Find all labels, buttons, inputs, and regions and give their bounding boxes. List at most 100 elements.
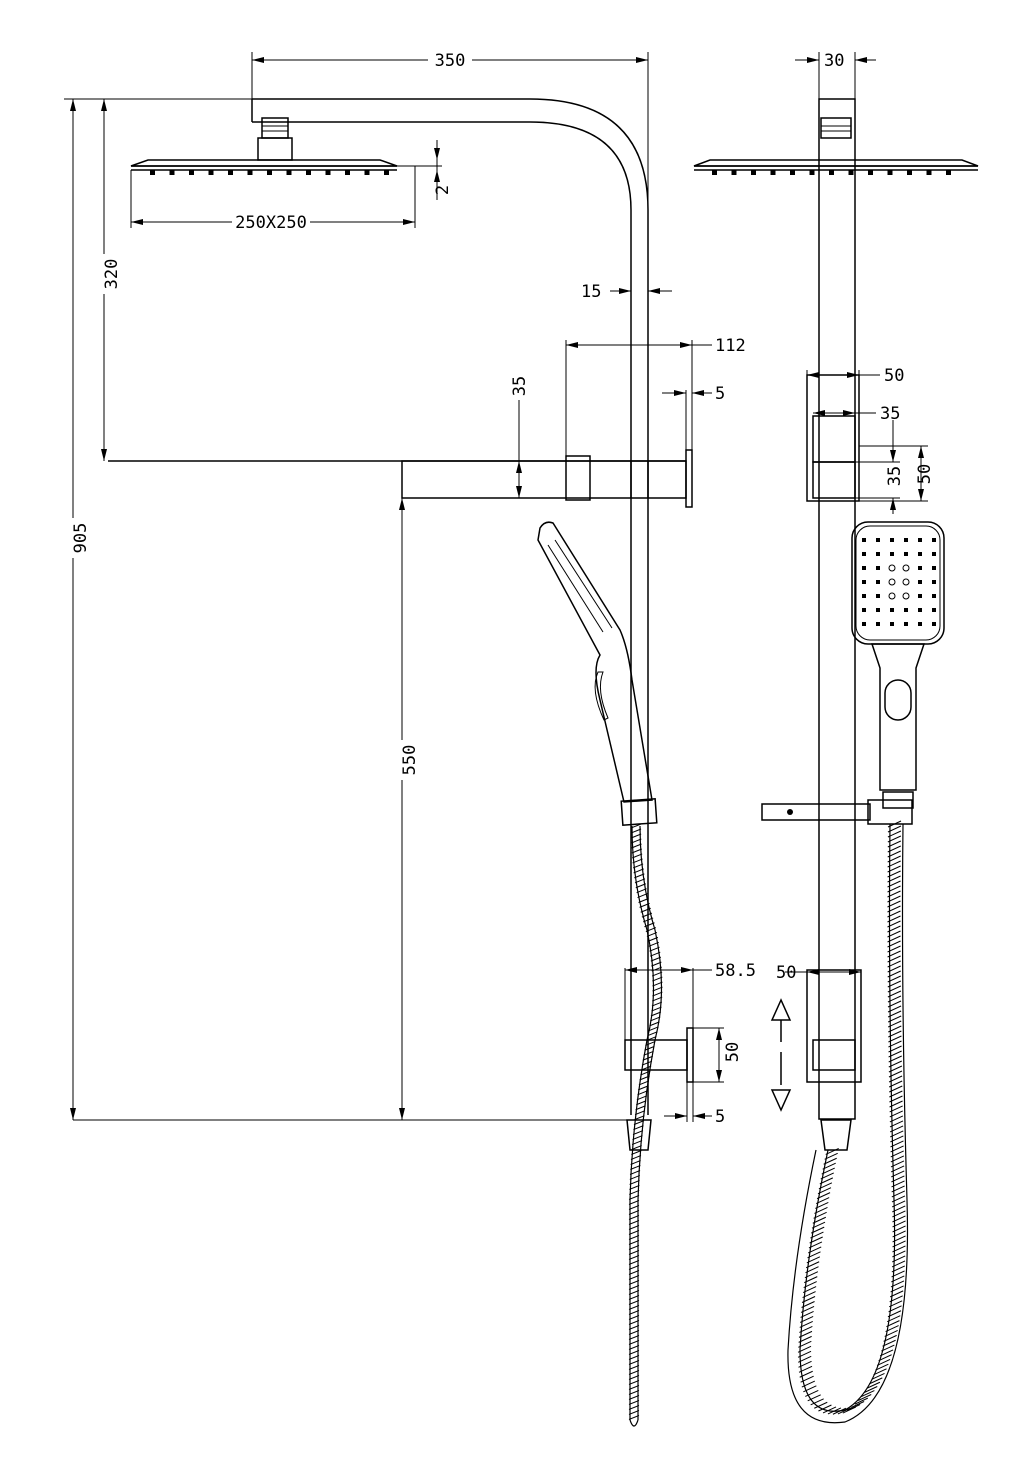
- side-view: 350 250X250 2 320 905 15: [64, 50, 756, 1427]
- hose-coil: [887, 880, 901, 888]
- hose-coil: [636, 888, 647, 894]
- hose-coil: [798, 1340, 812, 1348]
- dim-overall-width: 350: [435, 51, 466, 71]
- hose-coil: [892, 1250, 906, 1258]
- jet: [888, 592, 896, 600]
- hose-coil: [630, 1165, 641, 1170]
- hose-coil: [892, 1210, 906, 1218]
- hose-coil: [808, 1241, 823, 1249]
- hose-coil: [652, 981, 663, 987]
- hose-coil: [643, 1050, 654, 1056]
- hose-coil: [888, 1080, 903, 1088]
- front-head-nozzles: [712, 170, 951, 175]
- nozzle: [345, 170, 350, 175]
- jet: [918, 594, 922, 598]
- nozzle: [926, 170, 932, 175]
- hose-coil: [890, 1155, 905, 1163]
- hose-front: [799, 823, 896, 1412]
- hose-coil: [799, 1320, 813, 1328]
- hose-coil: [645, 927, 657, 933]
- hose-coil: [632, 863, 644, 869]
- jet: [932, 622, 936, 626]
- hose-coil: [887, 910, 901, 918]
- hose-coil: [652, 991, 663, 997]
- top-wall-plate: [685, 449, 693, 508]
- hose-coil: [628, 1269, 640, 1275]
- hose-coil: [638, 898, 649, 903]
- hose-coil: [807, 1394, 821, 1402]
- hose-coil: [889, 1100, 903, 1108]
- hose-coil: [890, 1285, 904, 1293]
- hose-coil: [651, 966, 662, 972]
- hose-coil: [633, 868, 644, 874]
- hose-coil: [885, 1325, 899, 1333]
- hose-coil: [628, 1354, 640, 1360]
- jet: [932, 566, 936, 570]
- hose-coil: [638, 1085, 649, 1091]
- hose-coil: [650, 1011, 662, 1017]
- nozzle: [712, 170, 717, 175]
- jet: [918, 580, 922, 584]
- hose-coil: [889, 1115, 904, 1123]
- hose-coil: [799, 1315, 814, 1323]
- nozzle: [208, 170, 214, 175]
- hose-coil: [628, 1284, 640, 1290]
- hose-coil: [887, 855, 901, 863]
- hose-coil: [797, 1350, 812, 1358]
- hose-side: [637, 825, 663, 1420]
- hose-coil: [628, 1399, 640, 1405]
- hose-coil: [633, 1120, 645, 1126]
- nozzle: [267, 170, 272, 175]
- hose-coil: [648, 941, 659, 947]
- hose-coil: [887, 1005, 902, 1013]
- nozzle: [189, 170, 194, 175]
- front-shower-head: [693, 159, 979, 167]
- hose-coil: [824, 1152, 838, 1160]
- hose-coil: [892, 1245, 906, 1253]
- jet: [918, 622, 922, 626]
- hand-shower-side: [537, 521, 653, 803]
- nozzle: [946, 170, 951, 175]
- jet: [862, 622, 866, 626]
- hose-coil: [651, 1001, 663, 1007]
- jet: [932, 538, 936, 542]
- nozzle: [306, 170, 311, 175]
- hose-coil: [890, 1160, 905, 1168]
- hose-coil: [892, 1220, 906, 1228]
- nozzle: [887, 170, 893, 175]
- hose-coil: [890, 1140, 904, 1148]
- hose-coil: [628, 1349, 640, 1355]
- dim-arm-drop: 320: [102, 259, 122, 290]
- dim-rail-width: 30: [824, 51, 844, 71]
- jet: [904, 608, 908, 612]
- jet: [888, 564, 896, 572]
- hose-side-coils: [628, 823, 663, 1420]
- hose-coil: [628, 1214, 640, 1220]
- hose-coil: [628, 1289, 640, 1295]
- hose-coil: [812, 1216, 827, 1224]
- hose-coil: [816, 1192, 831, 1200]
- dim-bottom-plate-height: 50: [723, 1042, 743, 1062]
- jet: [876, 608, 880, 612]
- hose-coil: [892, 1205, 906, 1213]
- hose-coil: [854, 1397, 869, 1405]
- hose-coil: [889, 1125, 904, 1133]
- hose-coil: [888, 1305, 902, 1313]
- hose-coil: [634, 1115, 645, 1121]
- hose-coil: [891, 1175, 905, 1183]
- hose-coil: [878, 1354, 892, 1362]
- hose-coil: [883, 1334, 897, 1342]
- hose-coil: [631, 1140, 643, 1146]
- diverter-arm: [401, 460, 687, 499]
- hose-coil: [887, 845, 901, 853]
- hose-coil: [806, 1256, 821, 1264]
- hose-coil: [804, 1276, 818, 1284]
- hose-coil: [889, 1105, 903, 1113]
- hose-coil: [822, 1406, 837, 1414]
- hose-coil: [888, 1030, 902, 1038]
- hose-coil: [628, 1234, 640, 1240]
- hose-coil: [635, 883, 646, 889]
- hose-coil: [628, 1339, 640, 1345]
- nozzle: [770, 170, 776, 175]
- hose-coil: [798, 1355, 812, 1363]
